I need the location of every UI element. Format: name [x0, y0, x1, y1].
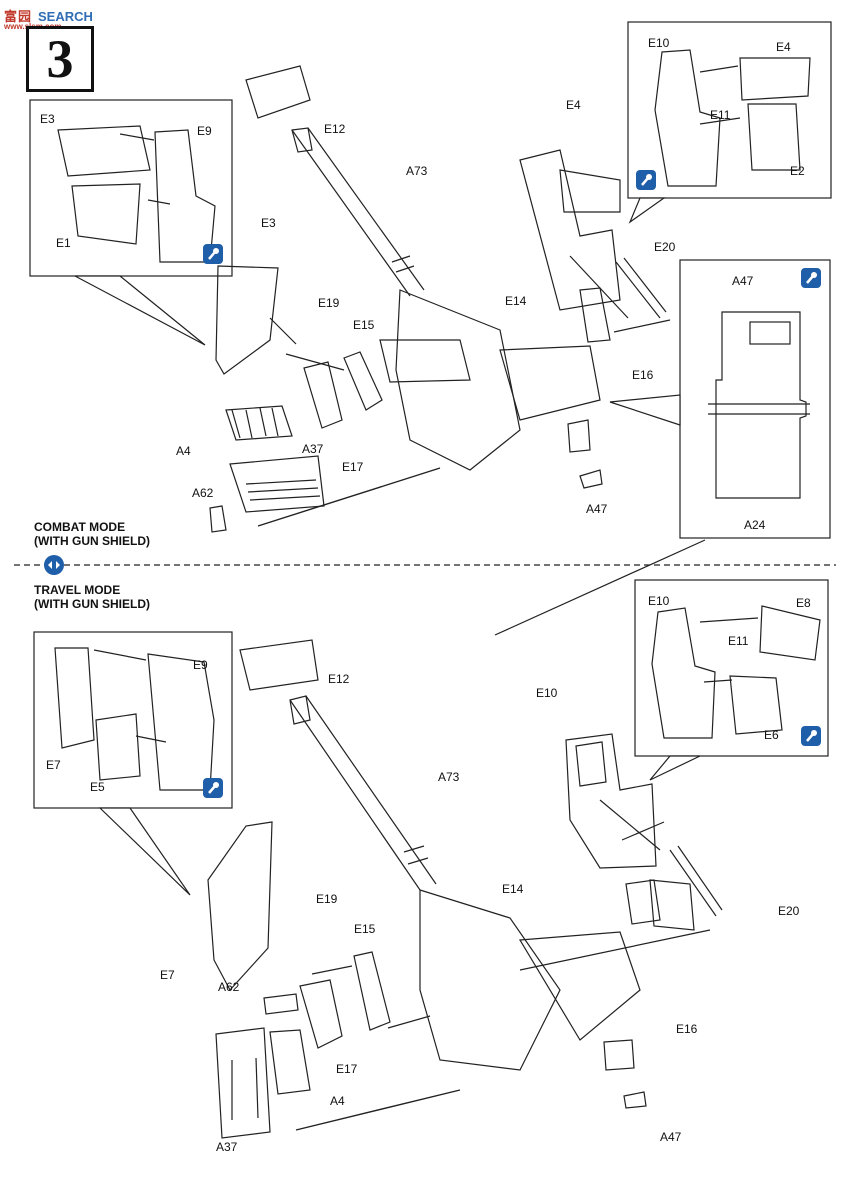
combat-mode-sub: (WITH GUN SHIELD): [34, 534, 150, 548]
inset-top-right: [627, 21, 832, 224]
part-label: E11: [710, 108, 731, 122]
step-number: 3: [26, 26, 94, 92]
part-label: E9: [197, 124, 212, 138]
part-label: E20: [654, 240, 676, 254]
part-label: E17: [336, 1062, 358, 1076]
travel-mode-sub: (WITH GUN SHIELD): [34, 597, 150, 611]
part-label: A37: [302, 442, 324, 456]
part-label: E2: [790, 164, 805, 178]
arrows-icon: [44, 555, 64, 575]
part-label: A37: [216, 1140, 238, 1154]
spanner-icon: [203, 778, 223, 798]
part-label: A4: [176, 444, 191, 458]
part-label: E4: [566, 98, 581, 112]
part-label: E8: [796, 596, 811, 610]
spanner-icon: [636, 170, 656, 190]
part-label: E20: [778, 904, 800, 918]
part-label: A73: [406, 164, 428, 178]
part-label: E16: [676, 1022, 698, 1036]
part-label: E4: [776, 40, 791, 54]
part-label: E9: [193, 658, 208, 672]
watermark-en: SEARCH: [38, 9, 93, 24]
part-label: E10: [648, 36, 670, 50]
part-label: E6: [764, 728, 779, 742]
watermark-cn: 富园: [4, 9, 33, 24]
inset-right: [609, 259, 831, 539]
inset-bottom-right: [634, 579, 829, 781]
part-label: E17: [342, 460, 364, 474]
spanner-icon: [801, 726, 821, 746]
part-label: A47: [660, 1130, 682, 1144]
part-label: E5: [90, 780, 105, 794]
part-label: A24: [744, 518, 766, 532]
part-label: E7: [160, 968, 175, 982]
part-label: E1: [56, 236, 71, 250]
part-label: E10: [648, 594, 670, 608]
part-label: E12: [324, 122, 346, 136]
part-label: E15: [353, 318, 375, 332]
travel-mode-heading: TRAVEL MODE (WITH GUN SHIELD): [34, 583, 150, 611]
inset-bottom-left: [33, 631, 233, 896]
part-label: A4: [330, 1094, 345, 1108]
part-label: E16: [632, 368, 654, 382]
part-label: E11: [728, 634, 749, 648]
part-label: E12: [328, 672, 350, 686]
inset-top-left: [29, 99, 233, 346]
part-label: A62: [218, 980, 240, 994]
part-label: E14: [502, 882, 524, 896]
part-label: E7: [46, 758, 61, 772]
combat-mode-heading: COMBAT MODE (WITH GUN SHIELD): [34, 520, 150, 548]
part-label: E19: [316, 892, 338, 906]
travel-mode-title: TRAVEL MODE: [34, 583, 121, 597]
gun-assembly-bottom: [207, 639, 723, 1139]
part-label: A62: [192, 486, 214, 500]
part-label: A73: [438, 770, 460, 784]
spanner-icon: [203, 244, 223, 264]
spanner-icon: [801, 268, 821, 288]
part-label: E19: [318, 296, 340, 310]
part-label: E3: [40, 112, 55, 126]
part-label: E10: [536, 686, 558, 700]
gun-assembly-top: [209, 65, 671, 533]
part-label: E3: [261, 216, 276, 230]
part-label: E15: [354, 922, 376, 936]
part-label: A47: [586, 502, 608, 516]
part-label: A47: [732, 274, 754, 288]
combat-mode-title: COMBAT MODE: [34, 520, 126, 534]
part-label: E14: [505, 294, 527, 308]
